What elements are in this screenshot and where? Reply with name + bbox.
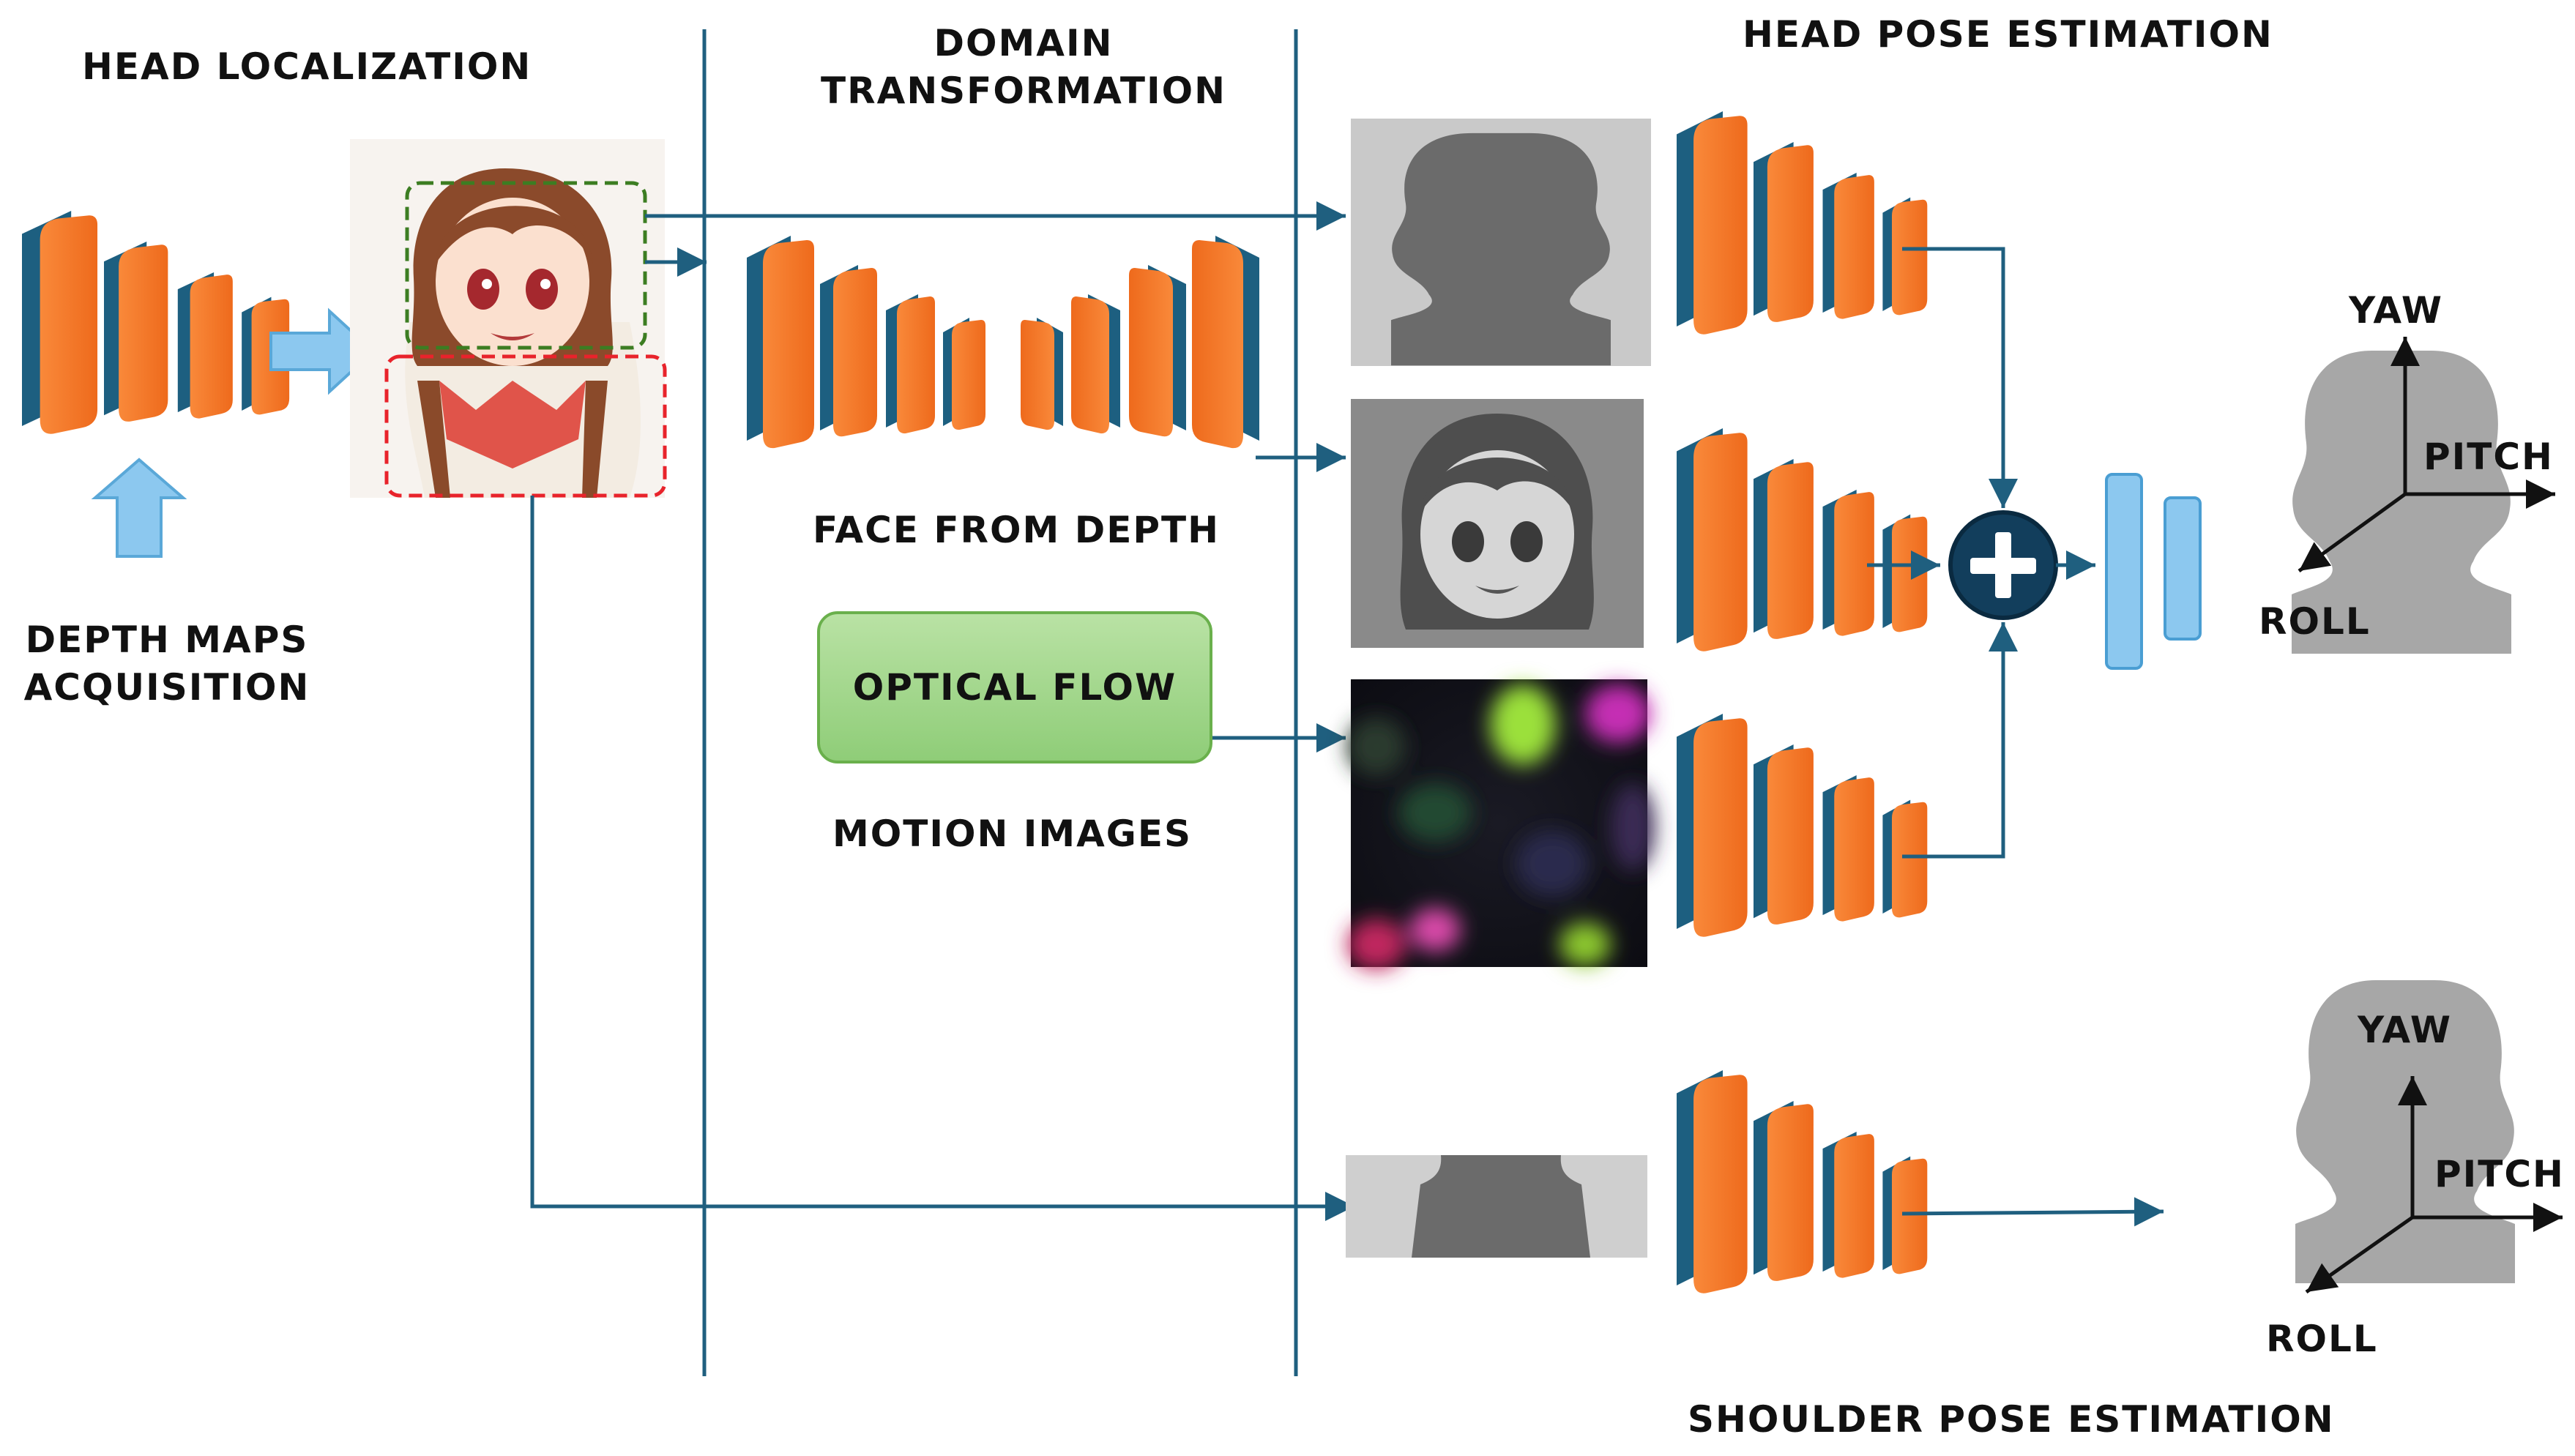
depth-maps-label-line1: DEPTH MAPS (25, 619, 309, 661)
depth-stream-connector (1902, 247, 2018, 508)
localization-cnn-icon (22, 211, 290, 434)
face-stream-cnn-icon (1677, 428, 1928, 652)
face-from-depth-image (1351, 399, 1644, 648)
head-yaw-label: YAW (2349, 289, 2444, 332)
fusion-plus-icon (1948, 510, 2058, 620)
head-bounding-box (405, 181, 647, 350)
shoulder-bounding-box (384, 354, 667, 498)
motion-image (1347, 679, 1655, 970)
head-pose-estimation-title: HEAD POSE ESTIMATION (1743, 13, 2273, 56)
shoulder-pose-axes (2305, 1076, 2563, 1294)
depth-head-image (1351, 119, 1651, 366)
shoulder-pitch-label: PITCH (2434, 1153, 2565, 1195)
motion-stream-cnn-icon (1677, 714, 1928, 937)
fc-layer-1 (2105, 473, 2143, 670)
shoulder-depth-image (1346, 1155, 1647, 1258)
domain-transformation-title-line1: DOMAIN (934, 22, 1114, 64)
fc-layer-2 (2164, 496, 2202, 641)
shoulder-pose-estimation-title: SHOULDER POSE ESTIMATION (1688, 1398, 2335, 1441)
face-from-depth-label: FACE FROM DEPTH (813, 509, 1220, 551)
head-roll-label: ROLL (2259, 600, 2371, 643)
depth-maps-label-line2: ACQUISITION (23, 666, 310, 709)
face-decoder-cnn-icon (1021, 236, 1259, 449)
shoulder-connector (530, 496, 1354, 1221)
motion-stream-connector (1902, 622, 2018, 859)
shoulder-cnn-icon (1677, 1070, 1928, 1293)
motion-images-label: MOTION IMAGES (832, 813, 1192, 855)
up-arrow-icon (91, 458, 187, 558)
shoulder-output-connector (1901, 1197, 2164, 1227)
shoulder-yaw-label: YAW (2358, 1009, 2453, 1051)
anime-portrait-icon (350, 139, 665, 498)
shoulder-roll-label: ROLL (2266, 1318, 2378, 1360)
head-pose-axes (2298, 337, 2555, 573)
head-pitch-label: PITCH (2423, 436, 2554, 478)
head-localization-title: HEAD LOCALIZATION (82, 45, 532, 88)
optical-flow-box: OPTICAL FLOW (817, 611, 1212, 764)
depth-stream-cnn-icon (1677, 111, 1928, 335)
domain-transformation-title-line2: TRANSFORMATION (821, 70, 1226, 112)
face-encoder-cnn-icon (747, 236, 985, 449)
